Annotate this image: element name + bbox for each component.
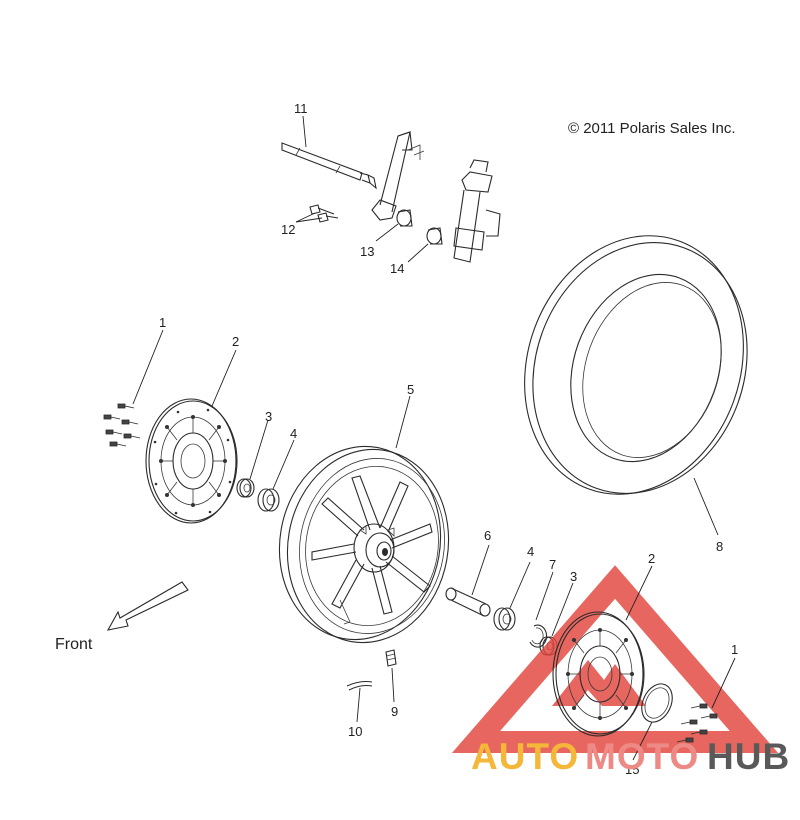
callout-4-left: 4: [290, 426, 297, 441]
callout-3-left: 3: [265, 409, 272, 424]
callout-1-left: 1: [159, 315, 166, 330]
seal-left: [236, 478, 255, 498]
callout-9: 9: [391, 704, 398, 719]
pinch-bolts: [309, 204, 339, 223]
callout-12: 12: [281, 222, 295, 237]
axle-spacer-tube: [445, 587, 491, 617]
watermark-auto: AUTO: [471, 736, 579, 777]
wheel-spacer-left: [396, 209, 413, 227]
front-label: Front: [55, 636, 93, 653]
left-fork-leg: [371, 131, 425, 221]
callout-15: 15: [625, 762, 639, 777]
callout-6: 6: [484, 528, 491, 543]
watermark-hub: HUB: [707, 736, 790, 777]
callout-2-right: 2: [648, 551, 655, 566]
wheel-rim: [278, 445, 450, 644]
brake-disc-left: [145, 398, 238, 524]
valve-stem: [385, 649, 397, 667]
watermark-moto: MOTO: [585, 736, 699, 777]
disc-bolts-left: [103, 403, 141, 447]
front-axle: [281, 142, 377, 190]
circlip: [529, 624, 548, 648]
callout-11: 11: [294, 101, 308, 116]
callout-8: 8: [716, 539, 723, 554]
watermark-text: AUTO MOTO HUB: [471, 736, 790, 777]
callout-7: 7: [549, 557, 556, 572]
brake-disc-right: [552, 611, 645, 737]
callout-5: 5: [407, 382, 414, 397]
wheel-spacer-right: [426, 227, 443, 245]
balance-weight: [346, 680, 373, 691]
callout-1-right: 1: [731, 642, 738, 657]
callout-3-right: 3: [570, 569, 577, 584]
callout-10: 10: [348, 724, 362, 739]
callout-14: 14: [390, 261, 404, 276]
callout-4-right: 4: [527, 544, 534, 559]
front-direction-arrow: [106, 581, 189, 631]
callout-2-left: 2: [232, 334, 239, 349]
watermark-logo: [451, 565, 779, 753]
bearing-left: [257, 488, 280, 512]
sensor-ring: [641, 683, 673, 723]
tire: [524, 235, 748, 495]
bearing-right: [493, 607, 516, 631]
right-fork-leg: [453, 159, 501, 263]
copyright-text: © 2011 Polaris Sales Inc.: [568, 120, 736, 137]
callout-13: 13: [360, 244, 374, 259]
disc-bolts-right: [676, 703, 718, 743]
